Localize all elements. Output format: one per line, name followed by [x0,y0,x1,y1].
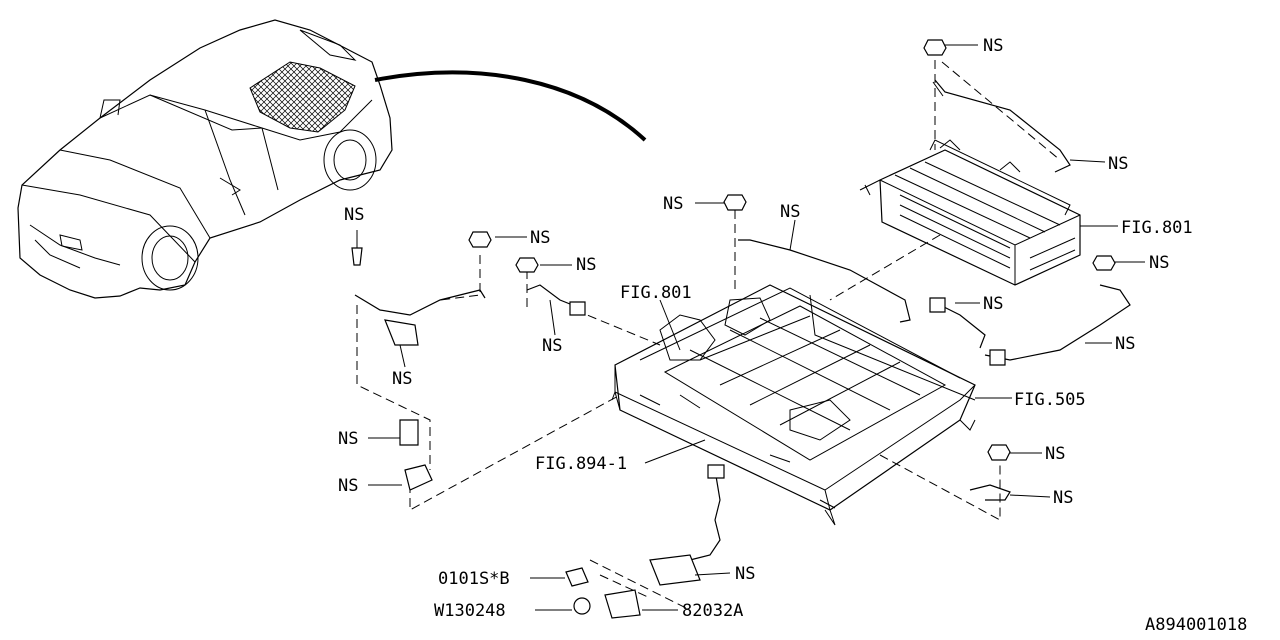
label-ns: NS [338,476,358,496]
label-ns: NS [530,228,550,248]
diagram-id-code: A894001018 [1145,615,1247,635]
label-bolt: 0101S*B [438,569,510,589]
label-ns: NS [1045,444,1065,464]
label-ns: NS [983,36,1003,56]
label-ns: NS [663,194,683,214]
label-ns: NS [1053,488,1073,508]
label-ns: NS [1108,154,1128,174]
label-ns: NS [576,255,596,275]
label-ns: NS [338,429,358,449]
battery-location-highlight [249,61,356,133]
wiring-harnesses [351,39,1131,619]
label-ns: NS [542,336,562,356]
label-fig-505: FIG.505 [1014,390,1086,410]
label-fig-894-1: FIG.894-1 [535,454,627,474]
label-ns: NS [392,369,412,389]
label-washer: W130248 [434,601,506,621]
label-ns: NS [983,294,1003,314]
label-ns: NS [735,564,755,584]
label-clip: 82032A [682,601,743,621]
label-fig-801: FIG.801 [620,283,692,303]
label-ns: NS [344,205,364,225]
location-arrow [374,70,647,142]
leader-lines [356,44,1145,611]
label-ns: NS [780,202,800,222]
label-ns: NS [1149,253,1169,273]
label-ns: NS [1115,334,1135,354]
battery-tray-assembly [611,284,976,526]
callout-labels: NS NS FIG.801 NS NS NS FIG.505 NS NS NS … [338,36,1247,635]
label-fig-801: FIG.801 [1121,218,1193,238]
vehicle-illustration [17,19,647,299]
battery-module [859,139,1081,286]
